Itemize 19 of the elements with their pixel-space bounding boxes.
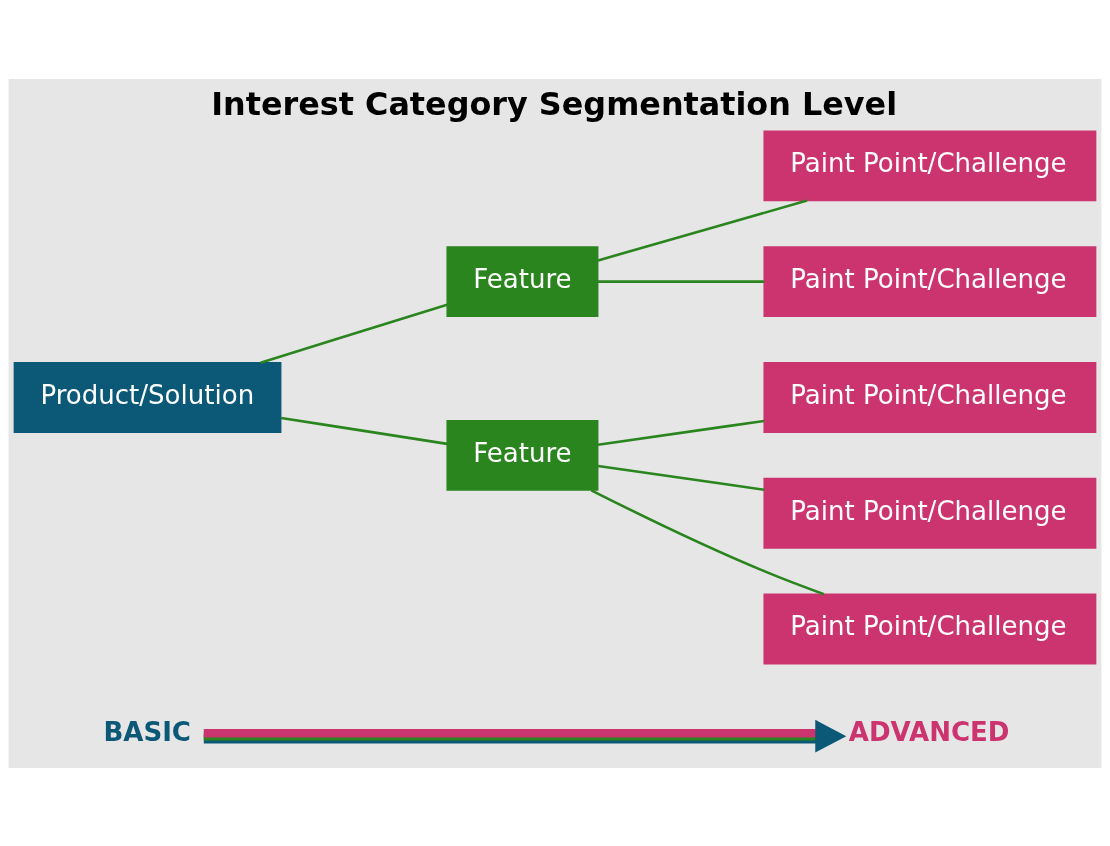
node-box: Paint Point/Challenge: [763, 245, 1097, 317]
node-box: Feature: [446, 245, 599, 317]
arrow: [203, 719, 847, 752]
node-box: Paint Point/Challenge: [763, 593, 1097, 664]
connector: [597, 419, 765, 446]
diagram-title: Interest Category Segmentation Level: [211, 84, 898, 123]
connector: [598, 279, 765, 283]
connector: [280, 416, 448, 445]
node-box: Paint Point/Challenge: [763, 361, 1097, 433]
node-box: Product/Solution: [13, 361, 282, 433]
node-box: Paint Point/Challenge: [763, 129, 1097, 201]
node-box: Paint Point/Challenge: [763, 477, 1097, 549]
node-box: Feature: [446, 419, 599, 491]
connector: [260, 302, 448, 364]
node-text: ADVANCED: [848, 716, 1010, 747]
node-text: BASIC: [103, 716, 191, 747]
connector: [590, 488, 825, 595]
connector: [597, 198, 808, 262]
connector: [597, 464, 765, 491]
